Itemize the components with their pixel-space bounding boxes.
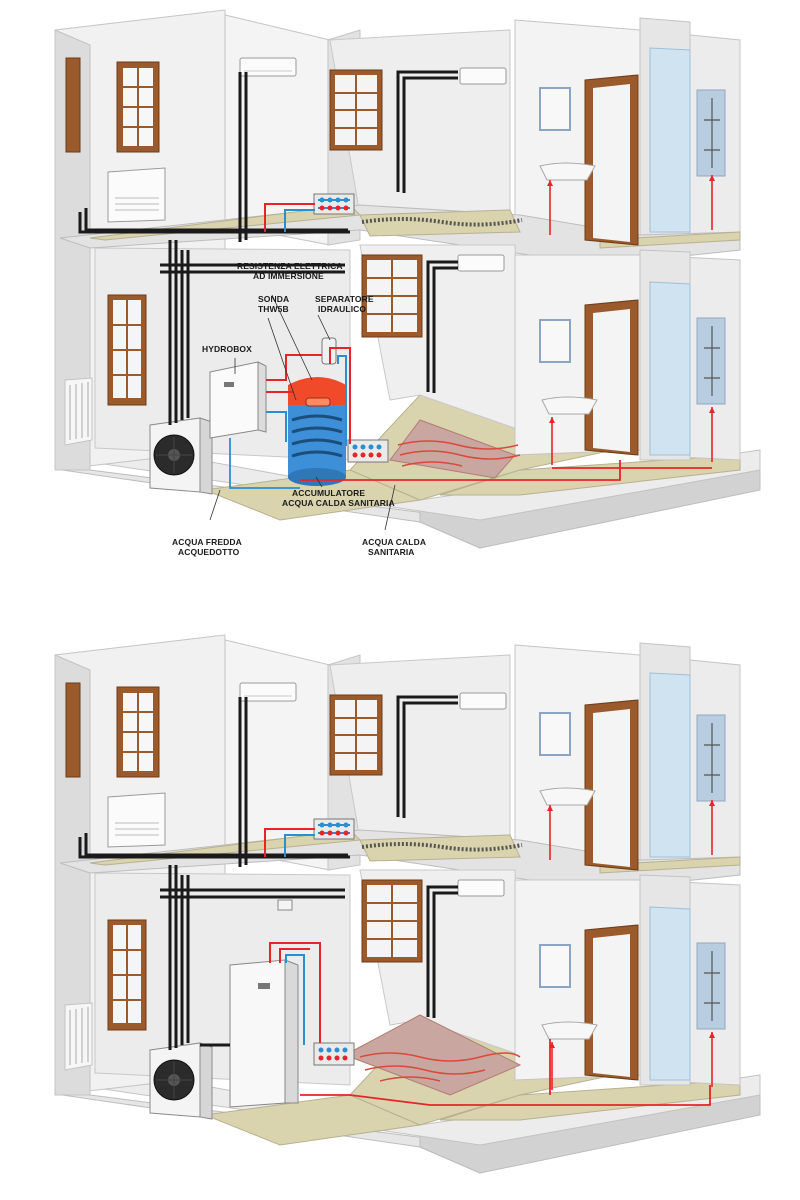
bottom-panel-integrated-system [53,633,762,1175]
label-acqua-fredda-line2: ACQUEDOTTO [178,547,240,557]
label-acqua-calda-line2: SANITARIA [368,547,415,557]
integrated-tank-unit [229,959,299,1108]
label-separatore-line1: SEPARATORE [315,294,374,304]
label-accumulatore-line1: ACCUMULATORE [292,488,365,498]
label-acqua-calda-line1: ACQUA CALDA [362,537,426,547]
label-resistenza-line1: RESISTENZA ELETTRICA [237,261,343,271]
floor-heating-loop [343,1014,522,1096]
label-acqua-fredda-line1: ACQUA FREDDA [172,537,242,547]
floor-manifold [313,1042,355,1066]
label-accumulatore-line2: ACQUA CALDA SANITARIA [282,498,395,508]
top-panel-hydrobox-system: RESISTENZA ELETTRICA AD IMMERSIONE SONDA… [53,8,762,557]
label-separatore-line2: IDRAULICO [318,304,366,314]
label-resistenza-line2: AD IMMERSIONE [253,271,324,281]
label-hydrobox: HYDROBOX [202,344,252,354]
thermostat [277,899,293,911]
floor-manifold [347,439,389,463]
floor-heating-loop [389,419,516,479]
label-sonda-line1: SONDA [258,294,289,304]
hot-water-storage-tank [288,377,346,486]
hydrobox-unit [209,361,267,439]
label-sonda-line2: THW5B [258,304,289,314]
